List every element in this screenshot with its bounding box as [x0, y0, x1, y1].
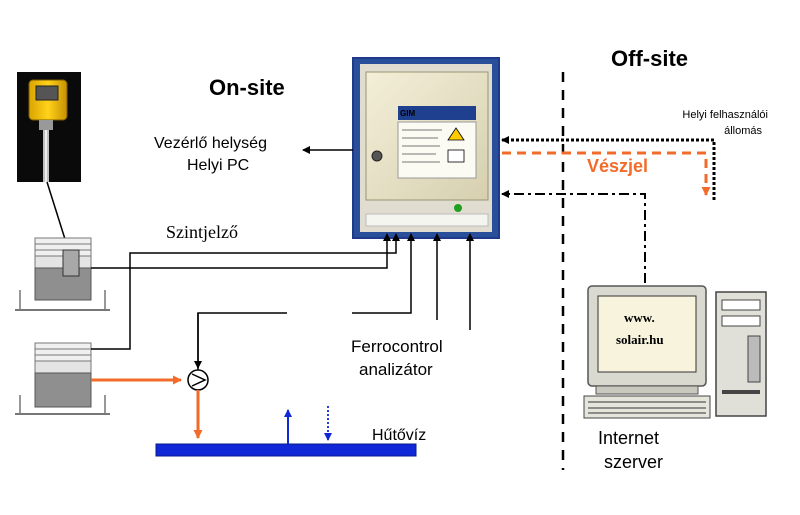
pump: [91, 369, 209, 439]
control-cabinet: GIM: [352, 57, 500, 239]
on-site-label: On-site: [209, 75, 285, 100]
server-label: szerver: [604, 452, 663, 472]
alarm-link: [502, 151, 711, 196]
alarm-label: Vészjel: [587, 156, 648, 176]
cabinet-brand: GIM: [400, 109, 415, 118]
local-user-station-label: Helyi felhasználói: [682, 109, 768, 121]
analyzer-label-2: analizátor: [359, 360, 433, 379]
level-sensor-photo: [17, 72, 81, 182]
website-line-1: www.: [624, 310, 655, 325]
analyzer-label: Ferrocontrol: [351, 337, 443, 356]
website-line-2: solair.hu: [616, 332, 664, 347]
internet-label: Internet: [598, 428, 659, 448]
local-pc-label: Helyi PC: [187, 157, 249, 174]
tank-2: [15, 342, 110, 415]
cooling-water-label: Hűtővíz: [372, 427, 426, 444]
local-user-link: [501, 136, 716, 200]
internet-link: [501, 190, 646, 283]
off-site-label: Off-site: [611, 46, 688, 71]
cooling-water-pipe: [155, 406, 417, 457]
tank-1: [15, 237, 110, 311]
signal-wiring: [91, 233, 474, 370]
server-computer: [583, 285, 767, 419]
local-user-station-label-2: állomás: [724, 125, 762, 137]
level-sensor-label: Szintjelző: [166, 222, 238, 242]
control-room-label: Vezérlő helység: [154, 135, 267, 152]
